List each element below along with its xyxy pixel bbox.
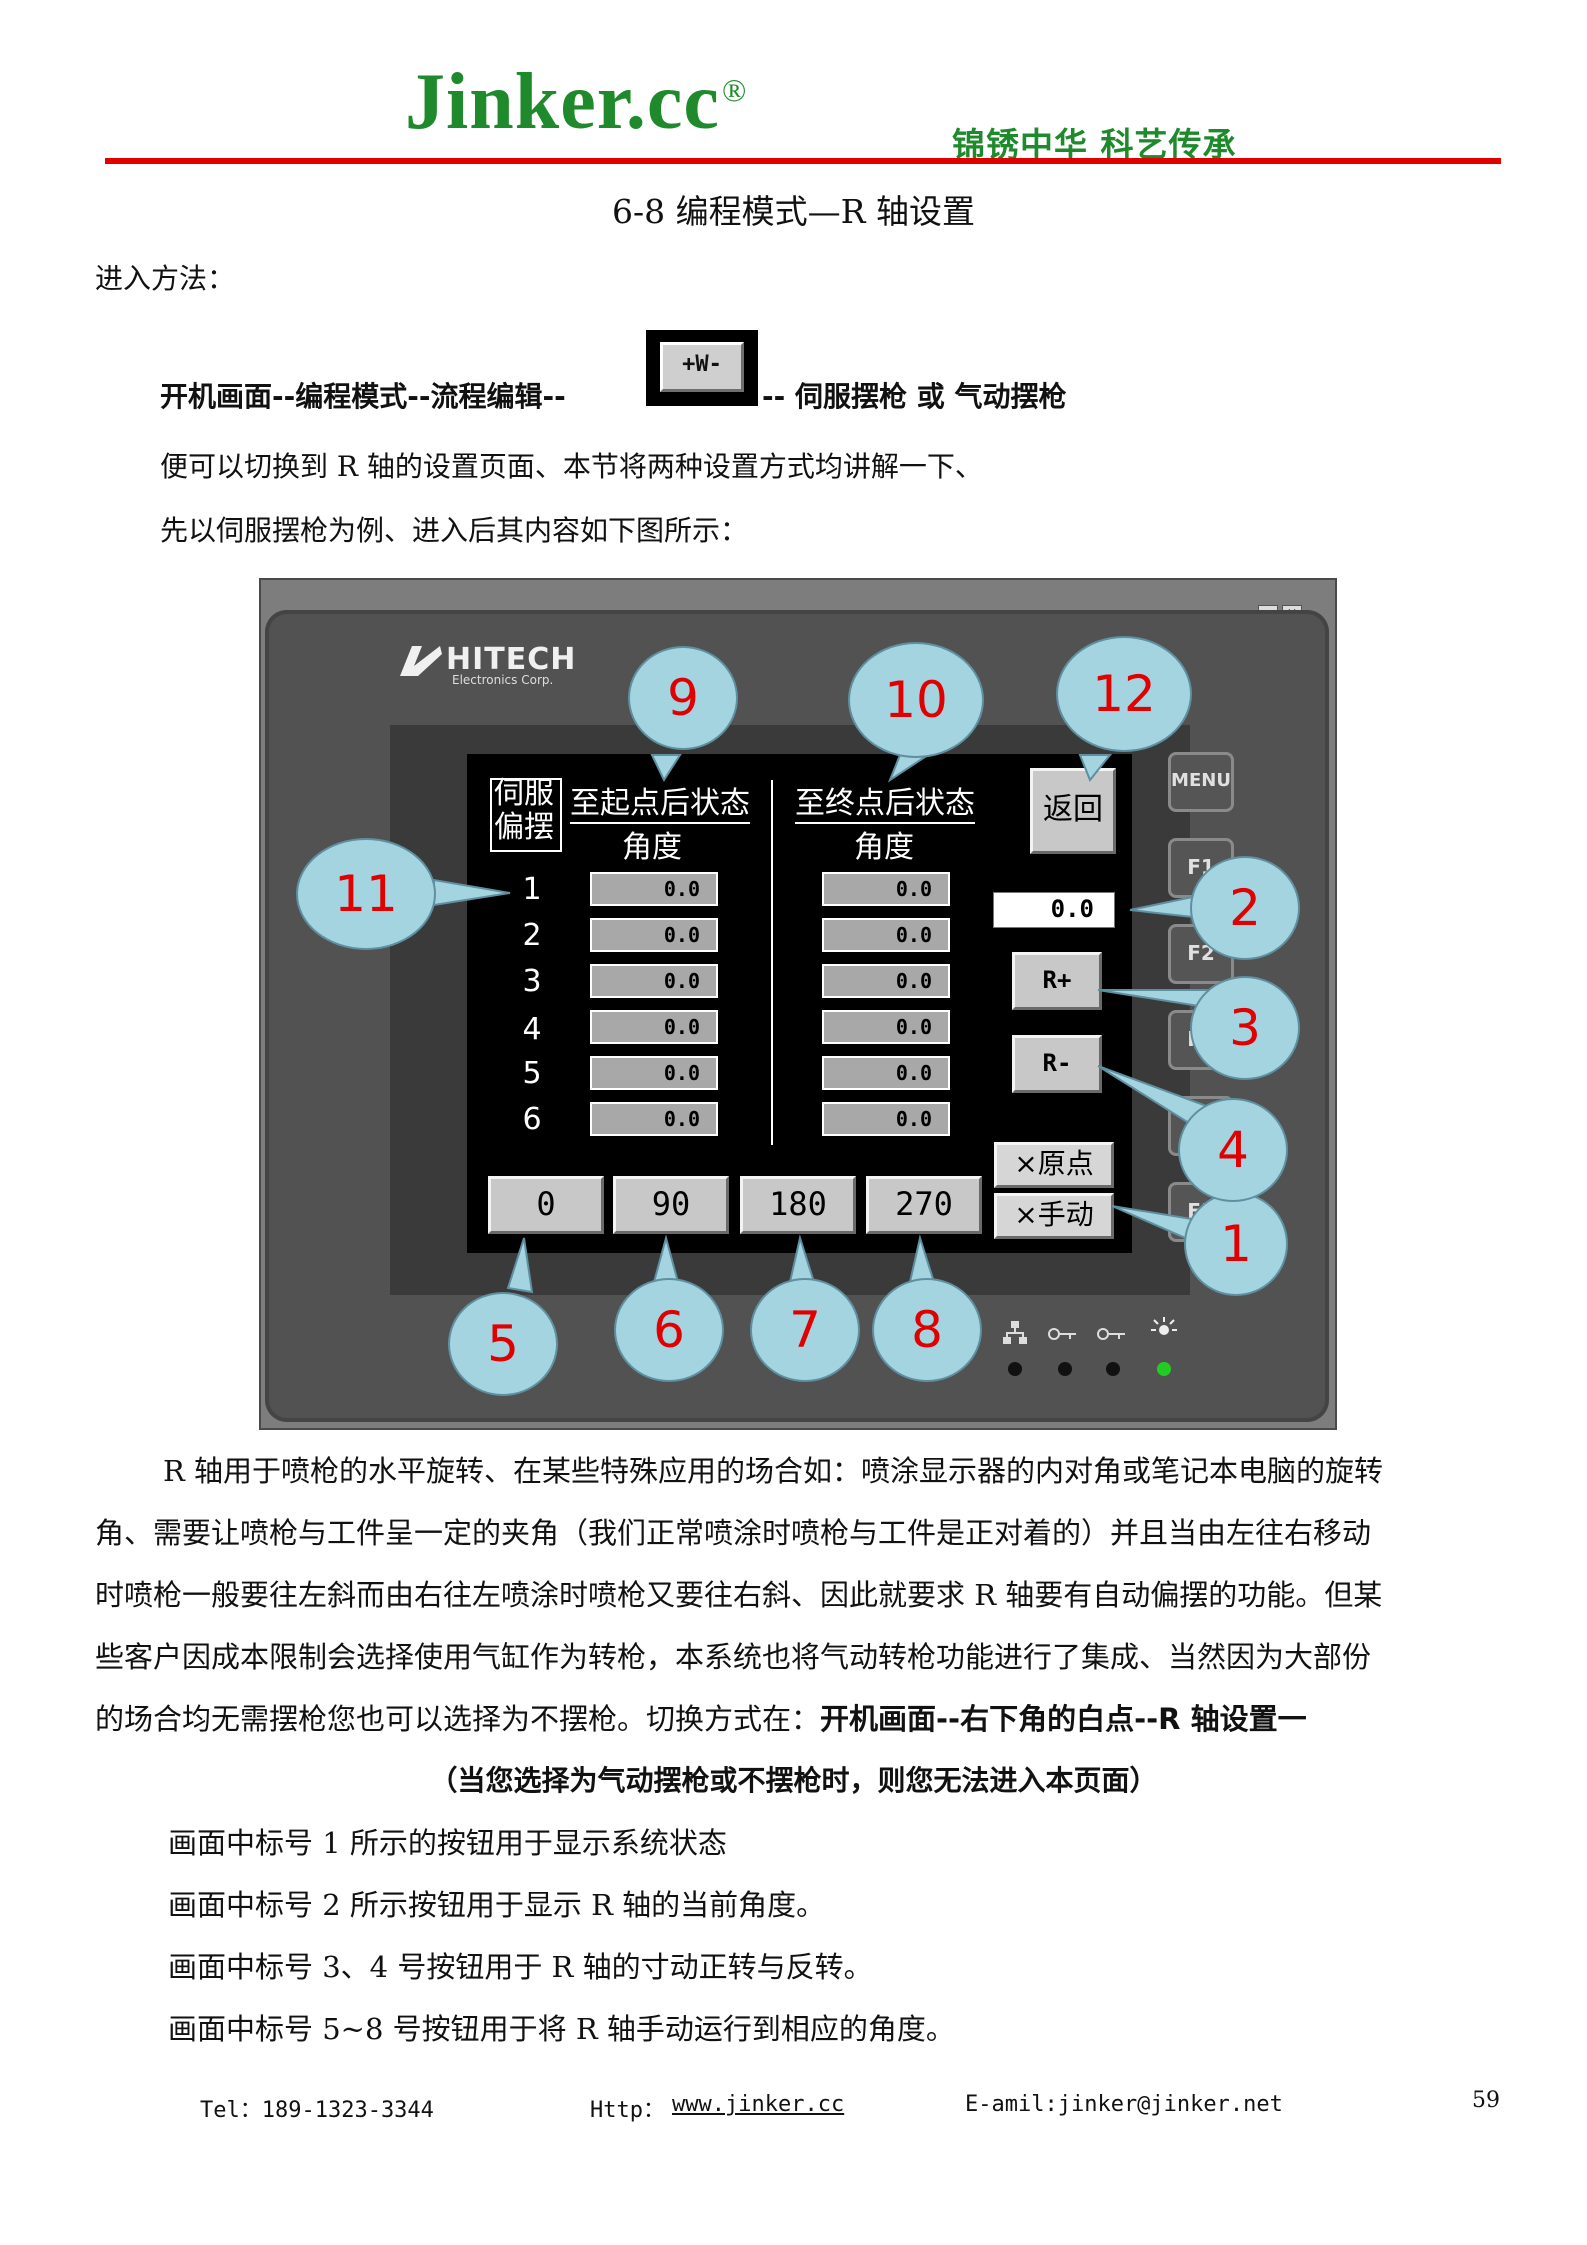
footer-email: E-amil:jinker@jinker.net <box>965 2092 1283 2117</box>
body-paragraph-line: 角、需要让喷枪与工件呈一定的夹角（我们正常喷涂时喷枪与工件是正对着的）并且当由左… <box>95 1516 1372 1550</box>
start-angle-label: 角度 <box>622 830 682 865</box>
mode-label-box <box>490 778 562 852</box>
r-minus-button[interactable]: R- <box>1012 1035 1102 1093</box>
callout-11: 11 <box>296 838 436 950</box>
section-title: 6-8 编程模式—R 轴设置 <box>612 192 975 231</box>
status-led <box>1008 1362 1022 1376</box>
row-number: 5 <box>522 1056 542 1091</box>
end-angle-field[interactable]: 0.0 <box>822 1102 950 1136</box>
row-number: 4 <box>522 1012 542 1047</box>
footer-tel: Tel：189-1323-3344 <box>200 2098 434 2123</box>
enter-method-label: 进入方法： <box>95 262 236 295</box>
status-led <box>1058 1362 1072 1376</box>
start-angle-field[interactable]: 0.0 <box>590 964 718 998</box>
end-angle-field[interactable]: 0.0 <box>822 872 950 906</box>
hitech-logo-icon <box>400 646 442 676</box>
end-angle-field[interactable]: 0.0 <box>822 1056 950 1090</box>
item-line: 画面中标号 3、4 号按钮用于 R 轴的寸动正转与反转。 <box>168 1950 873 1984</box>
slogan: 锦锈中华 科艺传承 <box>952 125 1237 164</box>
key-icon <box>1097 1328 1125 1340</box>
callout-6: 6 <box>614 1278 724 1382</box>
power-light-icon <box>1151 1317 1177 1335</box>
angle-270-button[interactable]: 270 <box>866 1176 982 1234</box>
callout-9: 9 <box>628 646 738 750</box>
start-state-header: 至起点后状态 <box>570 778 750 824</box>
column-divider <box>771 780 773 1145</box>
w-button-image: +W- <box>646 330 758 406</box>
end-angle-field[interactable]: 0.0 <box>822 1010 950 1044</box>
callout-5: 5 <box>448 1292 558 1396</box>
callout-4: 4 <box>1178 1098 1288 1202</box>
intro-line-1: 便可以切换到 R 轴的设置页面、本节将两种设置方式均讲解一下、 <box>160 450 983 483</box>
end-state-header: 至终点后状态 <box>795 778 975 824</box>
callout-10: 10 <box>848 642 984 758</box>
body-paragraph-line: R 轴用于喷枪的水平旋转、在某些特殊应用的场合如：喷涂显示器的内对角或笔记本电脑… <box>163 1454 1384 1488</box>
body-paragraph-line: 些客户因成本限制会选择使用气缸作为转枪，本系统也将气动转枪功能进行了集成、当然因… <box>95 1640 1372 1674</box>
item-line: 画面中标号 5~8 号按钮用于将 R 轴手动运行到相应的角度。 <box>168 2012 955 2046</box>
r-plus-button[interactable]: R+ <box>1012 952 1102 1010</box>
item-line: 画面中标号 2 所示按钮用于显示 R 轴的当前角度。 <box>168 1888 826 1922</box>
callout-11-12: 12 <box>1056 636 1192 752</box>
start-angle-field[interactable]: 0.0 <box>590 1102 718 1136</box>
angle-0-button[interactable]: 0 <box>488 1176 604 1234</box>
current-angle-display: 0.0 <box>993 892 1115 928</box>
logo: Jinker.cc <box>405 58 720 146</box>
item-line: 画面中标号 1 所示的按钮用于显示系统状态 <box>168 1826 727 1860</box>
body-switch-path: 开机画面--右下角的白点--R 轴设置一 <box>820 1702 1307 1736</box>
network-icon <box>1003 1321 1027 1344</box>
mode-label-line2: 偏摆 <box>494 810 554 845</box>
page-number: 59 <box>1472 2088 1500 2113</box>
end-angle-label: 角度 <box>854 830 914 865</box>
end-angle-field[interactable]: 0.0 <box>822 964 950 998</box>
angle-90-button[interactable]: 90 <box>613 1176 729 1234</box>
start-angle-field[interactable]: 0.0 <box>590 1010 718 1044</box>
intro-line-2: 先以伺服摆枪为例、进入后其内容如下图所示： <box>160 514 749 547</box>
row-number: 3 <box>522 964 542 999</box>
manual-status-indicator: ×手动 <box>994 1193 1114 1239</box>
brand-name: HITECH <box>446 642 577 677</box>
body-switch-text: 的场合均无需摆枪您也可以选择为不摆枪。切换方式在： <box>95 1702 821 1736</box>
footer-http-label: Http： <box>590 2098 665 2123</box>
body-paragraph-line: 时喷枪一般要往左斜而由右往左喷涂时喷枪又要往右斜、因此就要求 R 轴要有自动偏摆… <box>95 1578 1383 1612</box>
nav-path-left: 开机画面--编程模式--流程编辑-- <box>160 380 566 413</box>
callout-7: 7 <box>750 1278 860 1382</box>
callout-1: 1 <box>1184 1192 1288 1296</box>
start-angle-field[interactable]: 0.0 <box>590 918 718 952</box>
end-angle-field[interactable]: 0.0 <box>822 918 950 952</box>
return-button[interactable]: 返回 <box>1030 768 1116 854</box>
w-button-label: +W- <box>660 342 744 392</box>
callout-8: 8 <box>872 1278 982 1382</box>
status-led <box>1106 1362 1120 1376</box>
row-number: 6 <box>522 1102 542 1137</box>
body-paragraph-line: 的场合均无需摆枪您也可以选择为不摆枪。切换方式在：开机画面--右下角的白点--R… <box>95 1688 1505 1750</box>
header-divider <box>105 158 1501 164</box>
mode-label-line1: 伺服 <box>494 776 554 811</box>
footer-website-link[interactable]: www.jinker.cc <box>672 2092 845 2117</box>
start-angle-field[interactable]: 0.0 <box>590 872 718 906</box>
nav-path-right: -- 伺服摆枪 或 气动摆枪 <box>762 380 1067 413</box>
origin-status-indicator: ×原点 <box>994 1142 1114 1188</box>
row-number: 1 <box>522 872 542 907</box>
menu-key[interactable]: MENU <box>1168 752 1234 812</box>
logo-registered-mark: ® <box>722 72 747 108</box>
row-number: 2 <box>522 918 542 953</box>
start-angle-field[interactable]: 0.0 <box>590 1056 718 1090</box>
brand-subtitle: Electronics Corp. <box>452 673 554 687</box>
status-led-on <box>1157 1362 1171 1376</box>
angle-180-button[interactable]: 180 <box>740 1176 856 1234</box>
key-icon <box>1048 1328 1076 1340</box>
callout-3: 3 <box>1190 976 1300 1080</box>
callout-2: 2 <box>1190 856 1300 960</box>
note-line: （当您选择为气动摆枪或不摆枪时，则您无法进入本页面） <box>429 1764 1158 1797</box>
